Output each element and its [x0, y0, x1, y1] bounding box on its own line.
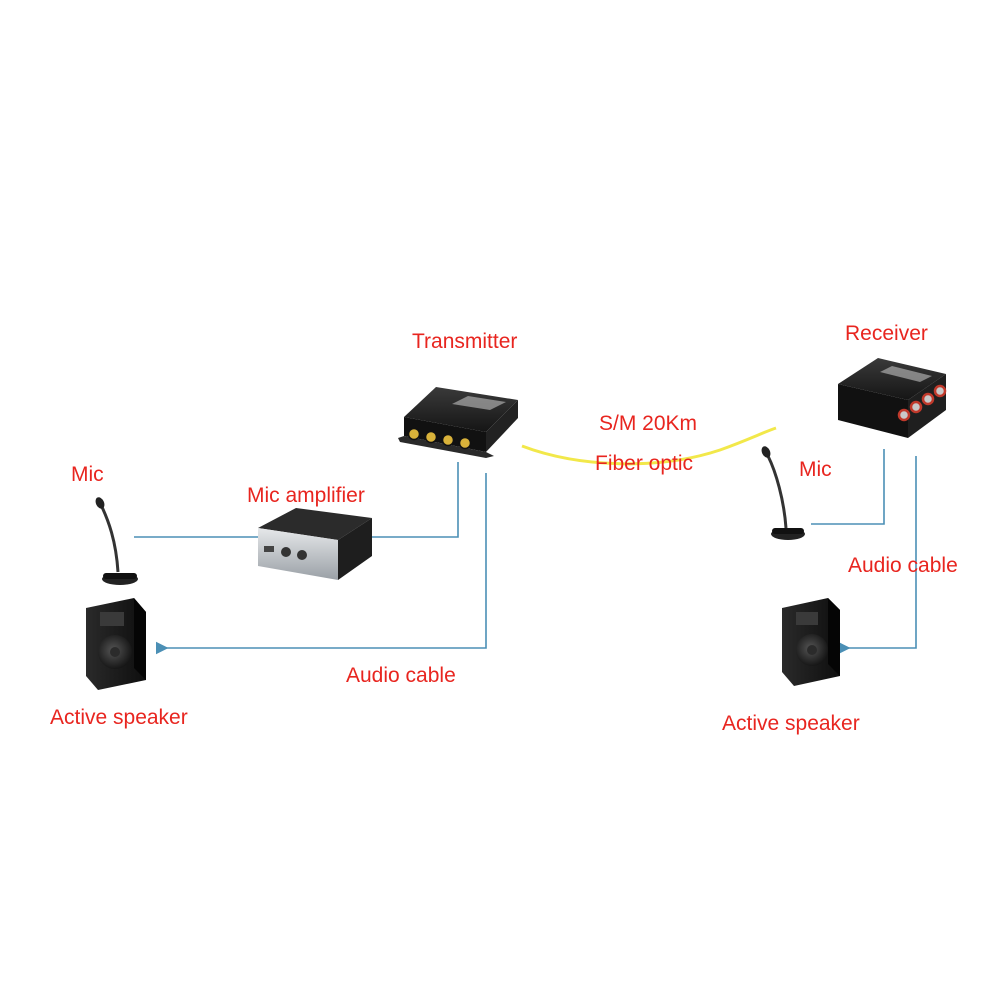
mic-to-receiver-cable	[811, 449, 885, 525]
active-speaker-right-label: Active speaker	[722, 712, 860, 735]
transmitter-to-speaker-audio-cable	[155, 473, 487, 655]
right-cables	[811, 449, 917, 655]
mic-amplifier-icon	[258, 508, 372, 580]
fiber-distance-label: S/M 20Km	[599, 412, 698, 435]
receiver-to-speaker-audio-cable	[837, 456, 917, 655]
receiver-rca-ports	[897, 384, 947, 422]
active-speaker-left-label: Active speaker	[50, 706, 188, 729]
amplifier-to-transmitter-cable	[368, 462, 459, 538]
active-speaker-icon-right	[782, 598, 840, 686]
mic-amplifier-label: Mic amplifier	[247, 484, 365, 507]
transmitter-rca-ports	[407, 427, 472, 450]
active-speaker-icon	[86, 598, 146, 690]
fiber-type-label: Fiber optic	[595, 452, 694, 475]
mic-left-label: Mic	[71, 463, 104, 486]
fiber-receiver-icon	[838, 358, 947, 438]
fiber-transmitter-icon	[398, 387, 518, 458]
mic-right-label: Mic	[799, 458, 832, 481]
transmitter-label: Transmitter	[412, 330, 518, 353]
fiber-optic-cable	[521, 426, 777, 466]
receiver-label: Receiver	[845, 322, 928, 345]
audio-cable-right-label: Audio cable	[848, 554, 958, 577]
desk-microphone-icon-right	[761, 446, 805, 540]
desk-microphone-icon	[95, 497, 138, 585]
audio-cable-left-label: Audio cable	[346, 664, 456, 687]
left-cables	[134, 462, 487, 655]
